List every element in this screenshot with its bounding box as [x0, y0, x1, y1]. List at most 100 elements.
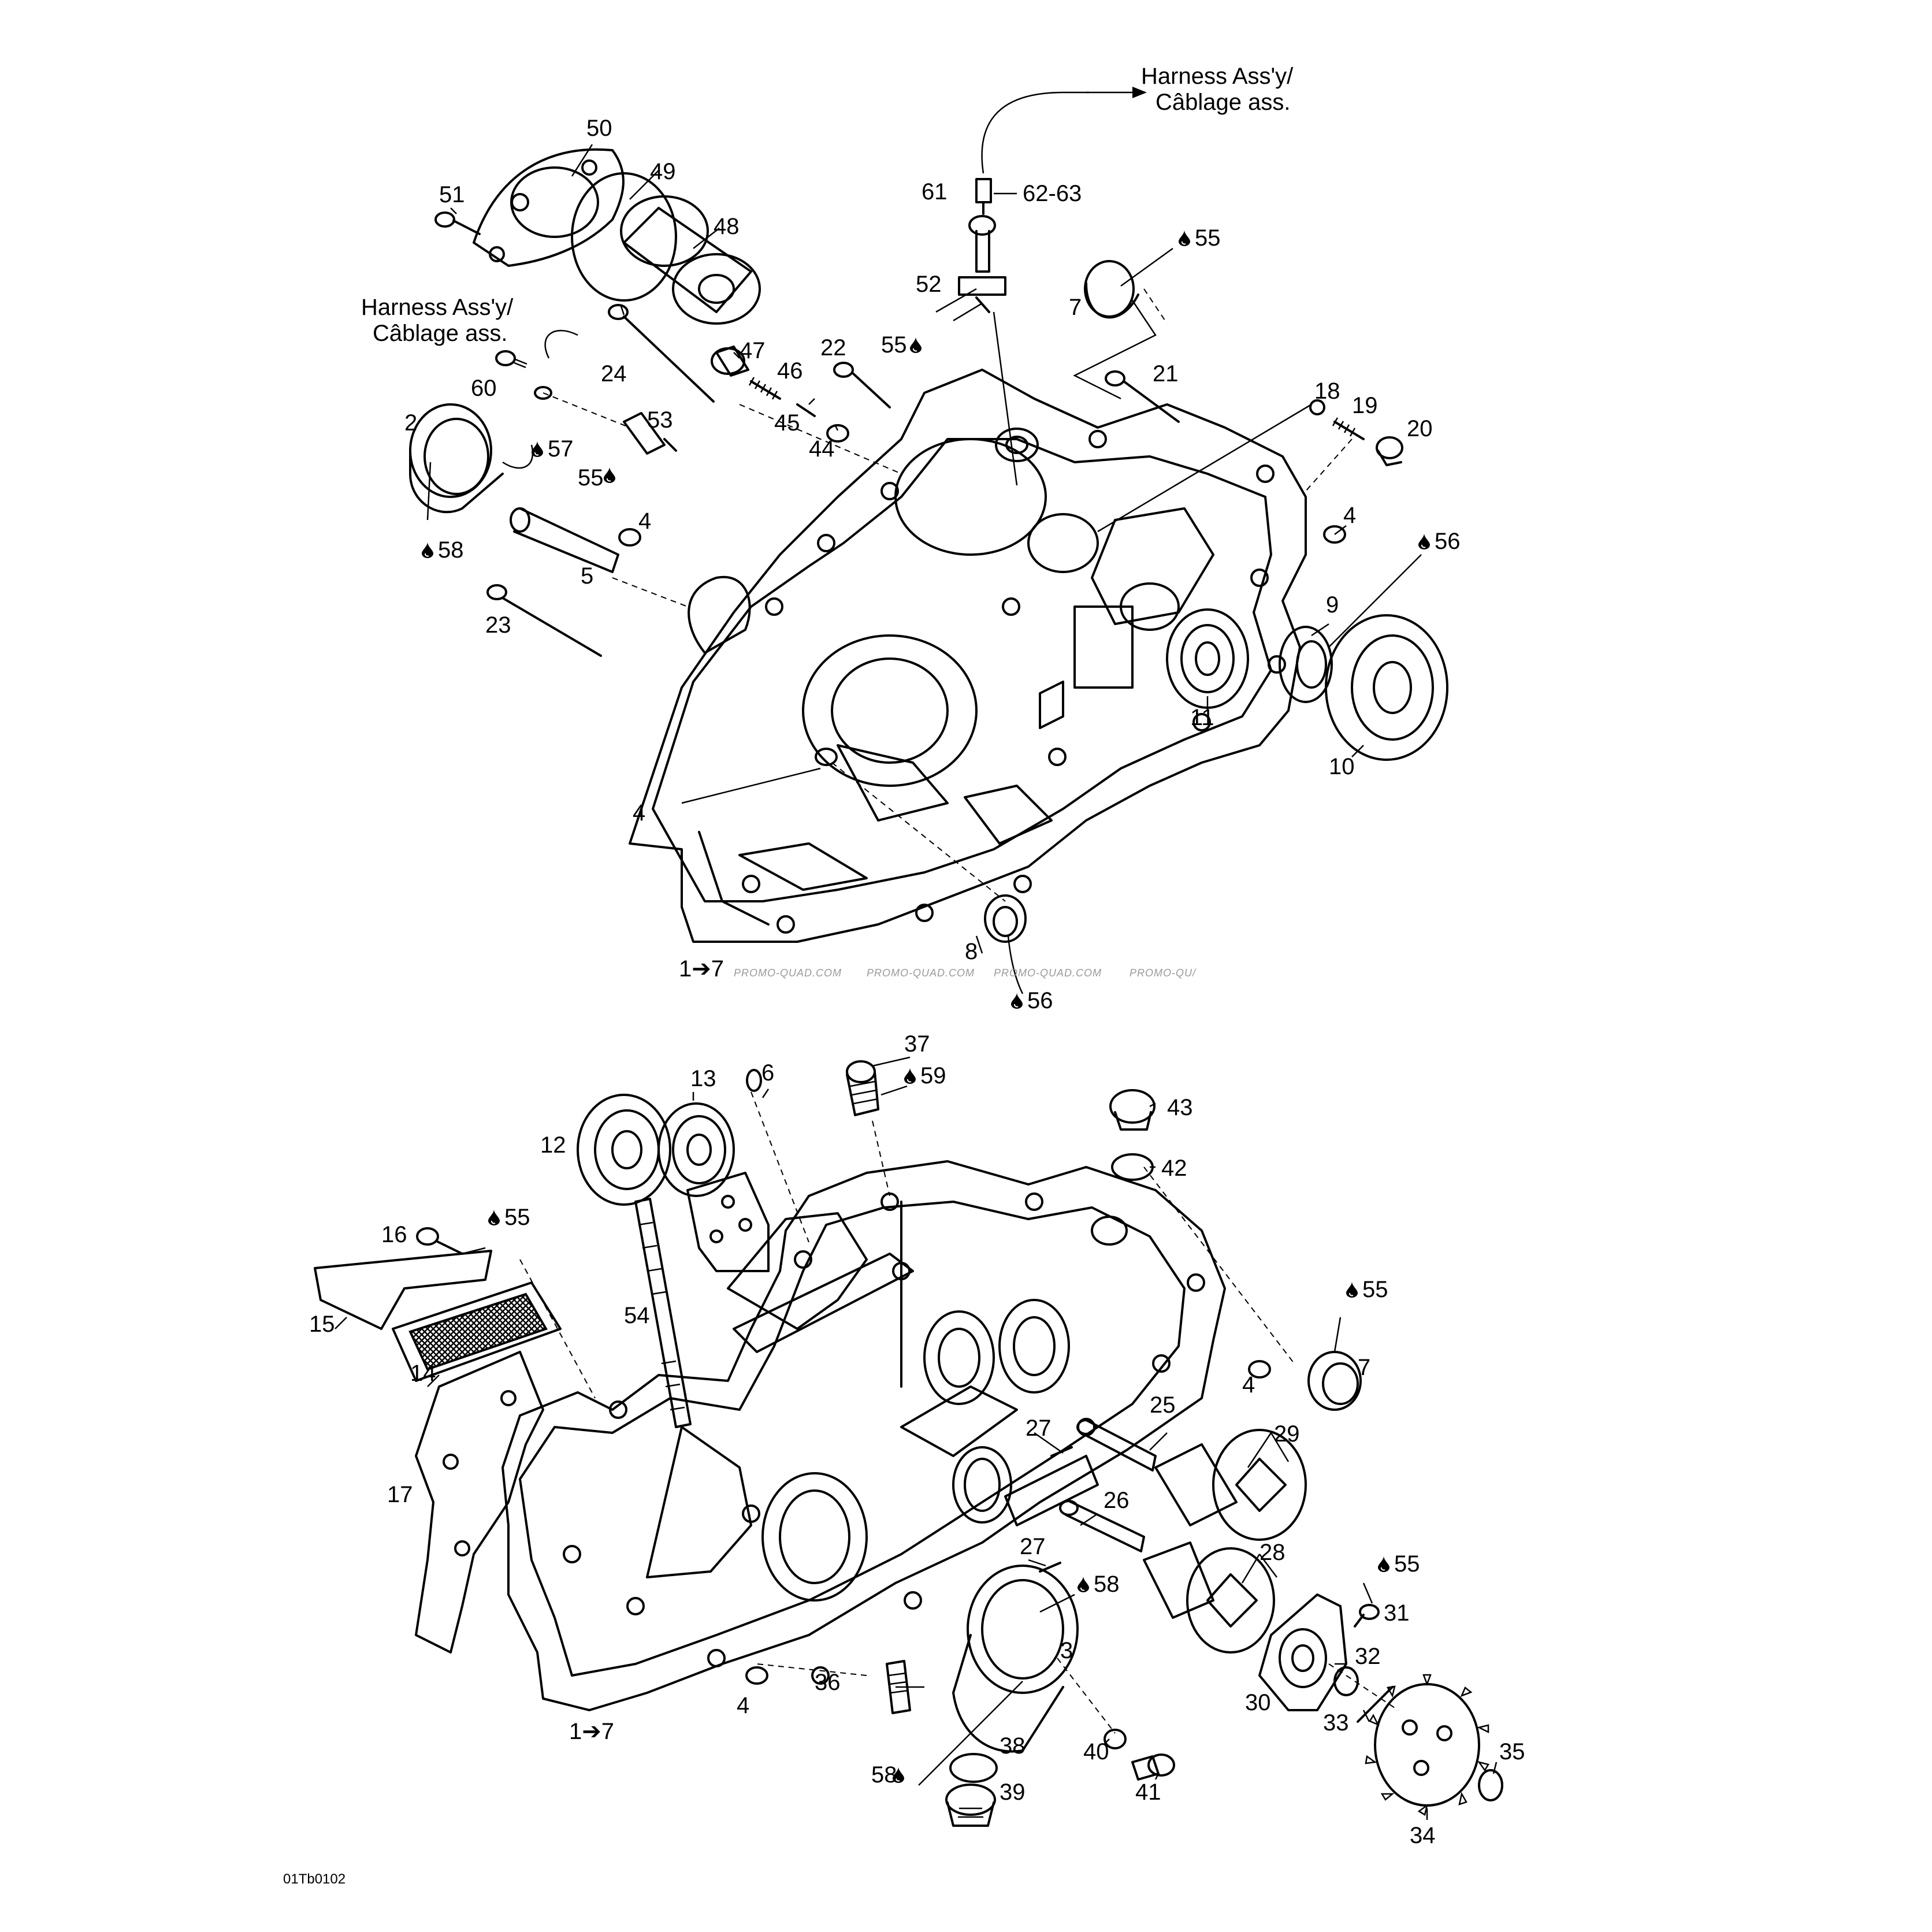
spring-19: [1332, 417, 1365, 440]
oil-drop-icon: [1346, 1281, 1358, 1298]
callout-54: 54: [624, 1303, 650, 1328]
callout-7a: 7: [1069, 295, 1082, 320]
callout-58c: 58: [871, 1762, 897, 1788]
pin-32: [1357, 1686, 1394, 1723]
callout-55a: 55: [881, 332, 907, 358]
callout-9: 9: [1326, 592, 1339, 618]
harness-wire-top: [981, 91, 1089, 174]
bearing-sleeve-2: [409, 403, 504, 514]
callout-34: 34: [1410, 1823, 1436, 1848]
oil-drop-icon: [604, 467, 615, 483]
callout-4d: 4: [1242, 1372, 1255, 1398]
callout-55c: 55: [578, 465, 604, 491]
oil-filter-element: [620, 195, 761, 325]
washer-33: [1333, 1666, 1359, 1696]
callout-59: 59: [920, 1063, 946, 1088]
callout-56b: 56: [1027, 988, 1053, 1013]
seal-8: [984, 894, 1027, 943]
callout-45: 45: [774, 410, 800, 436]
bolt-16: [416, 1227, 463, 1255]
callout-58b: 58: [1094, 1571, 1120, 1597]
callout-51: 51: [439, 182, 465, 207]
callout-55b: 55: [1195, 225, 1221, 251]
callout-29: 29: [1274, 1421, 1300, 1447]
bolt-23: [486, 584, 602, 657]
callout-18: 18: [1314, 378, 1340, 404]
watermark-2: PROMO-QUAD.COM: [867, 967, 975, 979]
lower-crankcase: [501, 1160, 1226, 1711]
range-label-upper: 1➔7: [679, 956, 724, 982]
callout-12: 12: [540, 1132, 566, 1158]
callout-19: 19: [1352, 393, 1378, 418]
oil-drop-icon: [532, 441, 543, 457]
bolt-51: [434, 211, 481, 235]
pin-45: [796, 403, 816, 417]
callout-15: 15: [309, 1311, 335, 1337]
seal-9: [1279, 626, 1333, 703]
callout-52: 52: [916, 272, 942, 297]
o-ring-49: [571, 172, 677, 302]
callout-31: 31: [1384, 1600, 1410, 1626]
watermark-4: PROMO-QU/: [1130, 967, 1197, 979]
figure-code: 01Tb0102: [283, 1871, 345, 1887]
rotor-28: [1143, 1541, 1275, 1654]
callout-37: 37: [904, 1031, 930, 1057]
callout-41: 41: [1135, 1779, 1161, 1805]
callout-labels: 50 49 48 51 61 62-63 52 55 55 7 21 22 24…: [309, 116, 1525, 1848]
pin-5: [510, 507, 619, 573]
circlip-35: [1478, 1769, 1503, 1801]
seal-7a: [1084, 260, 1139, 319]
watermarks: PROMO-QUAD.COM PROMO-QUAD.COM PROMO-QUAD…: [734, 967, 1197, 979]
seal-7b: [1307, 1351, 1362, 1411]
sender-52: [958, 215, 1006, 313]
callout-57: 57: [548, 436, 574, 462]
oil-drop-icon: [1378, 1556, 1389, 1572]
callout-48: 48: [714, 214, 740, 239]
bolt-41: [1131, 1753, 1175, 1781]
callout-28: 28: [1259, 1540, 1285, 1565]
strainer-14: [392, 1281, 562, 1382]
bolt-22: [833, 362, 891, 408]
callout-58a: 58: [438, 537, 464, 563]
gasket-17: [415, 1351, 544, 1654]
callout-10: 10: [1329, 754, 1355, 779]
stud-54: [634, 1198, 692, 1428]
callout-13: 13: [690, 1066, 716, 1091]
plug-43: [1109, 1089, 1156, 1131]
dowel-4d: [1248, 1360, 1271, 1379]
callout-36: 36: [815, 1670, 841, 1695]
oil-drop-icon: [910, 337, 922, 353]
oil-filter-cover: [473, 148, 625, 267]
oil-drop-icon: [1179, 230, 1190, 246]
rotor-29: [1154, 1429, 1307, 1541]
callout-16: 16: [381, 1222, 407, 1247]
harness-label-left-line2: Câblage ass.: [373, 321, 507, 346]
plug-47: [711, 345, 749, 377]
callout-11: 11: [1190, 705, 1214, 730]
watermark-1: PROMO-QUAD.COM: [734, 967, 842, 979]
dowel-4a: [618, 528, 641, 547]
callout-7b: 7: [1358, 1355, 1370, 1380]
gasket-cutout: [686, 1172, 770, 1272]
bearing-11: [1166, 608, 1249, 709]
callout-17: 17: [387, 1482, 413, 1507]
callout-22: 22: [820, 335, 846, 361]
bearing-13: [657, 1102, 735, 1197]
callout-38: 38: [1000, 1733, 1026, 1759]
callout-4e: 4: [737, 1693, 749, 1718]
callout-43: 43: [1167, 1095, 1193, 1120]
oil-drop-icon: [1418, 533, 1430, 549]
bolt-24: [608, 304, 715, 403]
callout-6: 6: [761, 1060, 774, 1086]
callout-44: 44: [809, 436, 835, 462]
callout-27a: 27: [1026, 1415, 1052, 1441]
callout-2: 2: [404, 410, 417, 436]
harness-label-left: Harness Ass'y/ Câblage ass.: [361, 295, 514, 346]
dowel-44: [826, 424, 849, 443]
harness-label-top: Harness Ass'y/ Câblage ass.: [1141, 64, 1294, 115]
callout-4b: 4: [1343, 503, 1356, 528]
callout-4a: 4: [638, 508, 651, 534]
callout-27b: 27: [1020, 1534, 1046, 1559]
callout-20: 20: [1407, 416, 1433, 441]
callout-55f: 55: [1394, 1551, 1420, 1577]
